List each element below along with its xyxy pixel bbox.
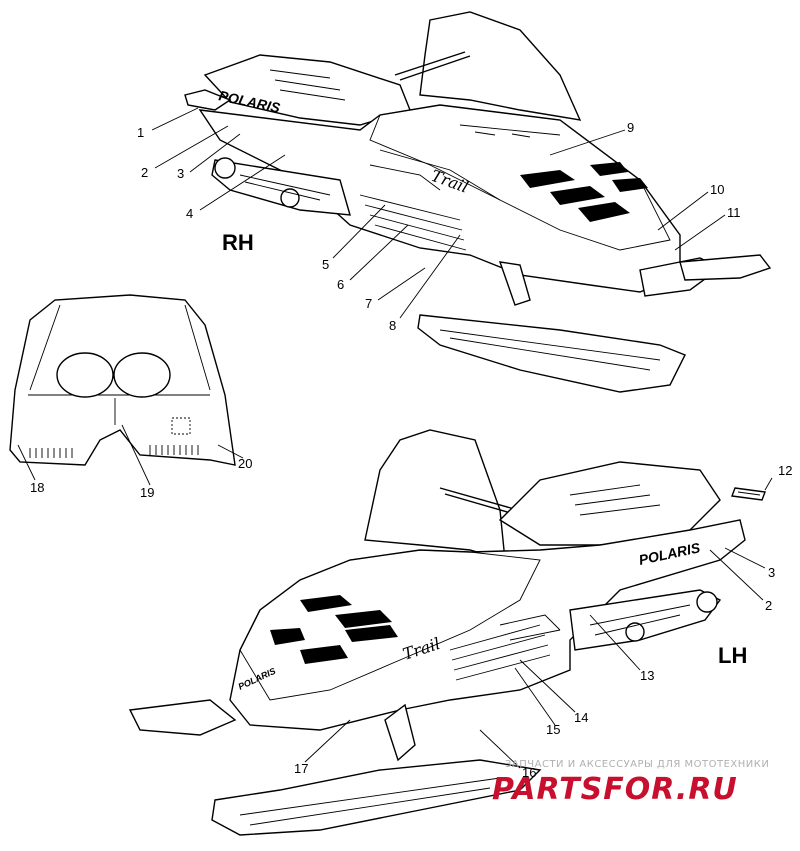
callout-9: 9 [627,120,634,135]
callout-4: 4 [186,206,193,221]
lh-snowmobile-drawing: POLARIS POLARIS Trail [128,429,766,836]
console-leader-lines [17,424,244,486]
callout-5: 5 [322,257,329,272]
callout-20: 20 [238,456,252,471]
callout-8: 8 [389,318,396,333]
callout-17: 17 [294,761,308,776]
callout-10: 10 [710,182,724,197]
callout-3-lh: 3 [768,565,775,580]
callout-14: 14 [574,710,588,725]
callout-2-lh: 2 [765,598,772,613]
rh-leader-lines [151,107,726,319]
callout-18: 18 [30,480,44,495]
callout-1: 1 [137,125,144,140]
callout-16: 16 [522,765,536,780]
callout-12: 12 [778,463,792,478]
callout-6: 6 [337,277,344,292]
callout-15: 15 [546,722,560,737]
watermark-tagline: ЗАПЧАСТИ И АКСЕССУАРЫ ДЛЯ МОТОТЕХНИКИ [505,759,769,770]
callout-11: 11 [727,205,741,220]
callout-13: 13 [640,668,654,683]
console-drawing [9,294,236,466]
callout-19: 19 [140,485,154,500]
lh-leader-lines [304,477,773,769]
callout-2: 2 [141,165,148,180]
callout-3: 3 [177,166,184,181]
callout-7: 7 [365,296,372,311]
watermark: ЗАПЧАСТИ И АКСЕССУАРЫ ДЛЯ МОТОТЕХНИКИ PA… [492,759,769,807]
rh-label: RH [222,230,254,255]
lh-label: LH [718,643,747,668]
rh-snowmobile-drawing: POLARIS Trail [184,11,772,393]
callout-numbers: 1 2 3 4 5 6 7 8 9 10 11 12 3 2 13 14 15 … [30,120,792,780]
watermark-logo: PARTSFOR.RU [492,772,738,807]
